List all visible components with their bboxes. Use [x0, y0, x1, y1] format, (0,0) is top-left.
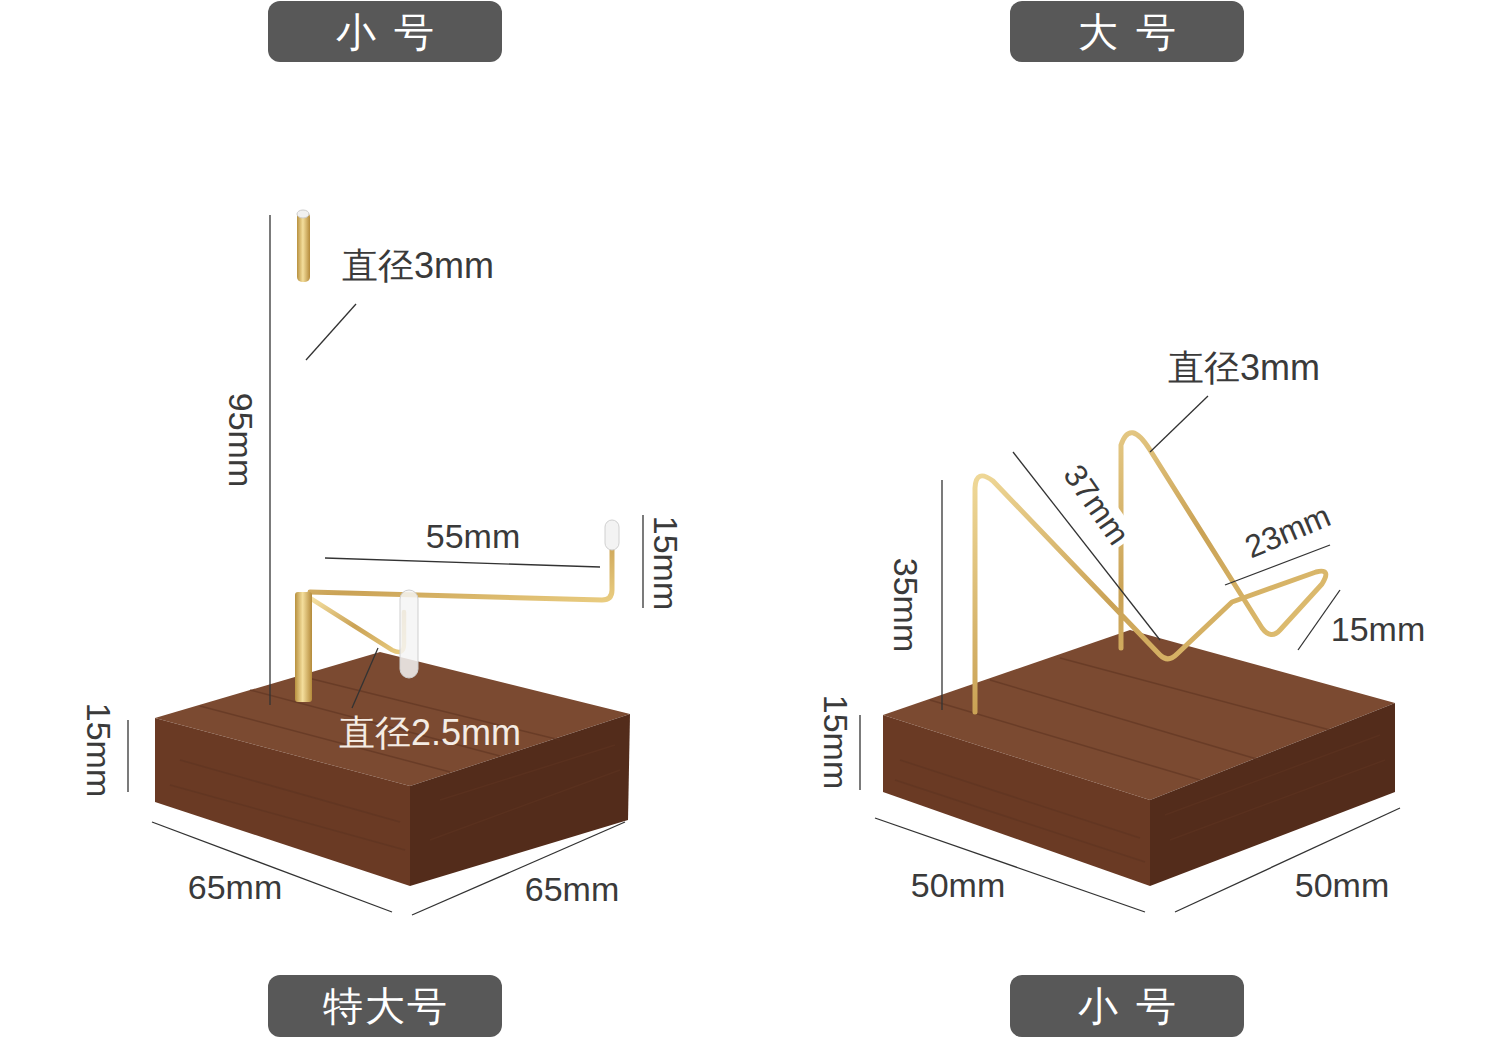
dimension-label: 65mm	[188, 870, 282, 906]
rod-cap	[297, 212, 310, 282]
dimension-line	[875, 818, 1145, 912]
diameter-label: 直径2.5mm	[339, 714, 521, 752]
rod-sleeve	[295, 592, 312, 702]
size-tag: 大号	[1010, 1, 1244, 62]
dimension-label: 15mm	[80, 703, 116, 797]
leader-line	[306, 304, 356, 360]
dimension-label: 15mm	[647, 516, 683, 610]
dimension-line	[941, 480, 942, 710]
dimension-line	[269, 215, 270, 705]
leader-line	[1150, 396, 1208, 452]
vertical-rod	[300, 270, 306, 600]
dimension-label: 50mm	[911, 868, 1005, 904]
wood-grain	[895, 658, 1385, 862]
wood-grain	[170, 676, 620, 850]
dimension-line	[412, 822, 625, 915]
dimension-line	[152, 822, 392, 912]
dimension-line	[1175, 808, 1400, 912]
dimension-line	[859, 715, 860, 790]
dimension-line	[642, 515, 643, 608]
dimension-label: 55mm	[426, 519, 520, 555]
clear-tip	[605, 520, 619, 550]
leader-line	[352, 648, 378, 708]
size-tag: 小号	[1010, 975, 1244, 1037]
base-left-face	[883, 715, 1150, 886]
dimension-label: 37mm	[1055, 456, 1137, 553]
dimension-label: 15mm	[1331, 612, 1425, 648]
base-right-face	[1150, 703, 1395, 886]
dimension-label: 15mm	[817, 695, 853, 789]
clear-sleeve	[400, 590, 418, 678]
dimension-line	[1013, 452, 1160, 640]
dimension-lines	[128, 215, 1400, 915]
lower-arm	[310, 598, 404, 652]
dimension-line	[127, 720, 128, 792]
diameter-label: 直径3mm	[1168, 349, 1320, 387]
brass-wire	[975, 433, 1326, 712]
size-name: 大号	[1078, 12, 1194, 52]
dimension-label: 35mm	[887, 558, 923, 652]
dimension-label: 65mm	[525, 872, 619, 908]
rod-tip	[297, 210, 309, 218]
brass-stand	[295, 210, 619, 702]
size-name: 特大号	[323, 986, 449, 1026]
diameter-label: 直径3mm	[342, 247, 494, 285]
size-tag: 小号	[268, 1, 502, 62]
dimension-line	[325, 558, 600, 567]
size-name: 小号	[1078, 986, 1194, 1026]
dimension-label: 23mm	[1238, 498, 1338, 566]
size-name: 小号	[336, 12, 452, 52]
size-tag: 特大号	[268, 975, 502, 1037]
dimension-label: 95mm	[222, 393, 258, 487]
dimension-label: 50mm	[1295, 868, 1389, 904]
